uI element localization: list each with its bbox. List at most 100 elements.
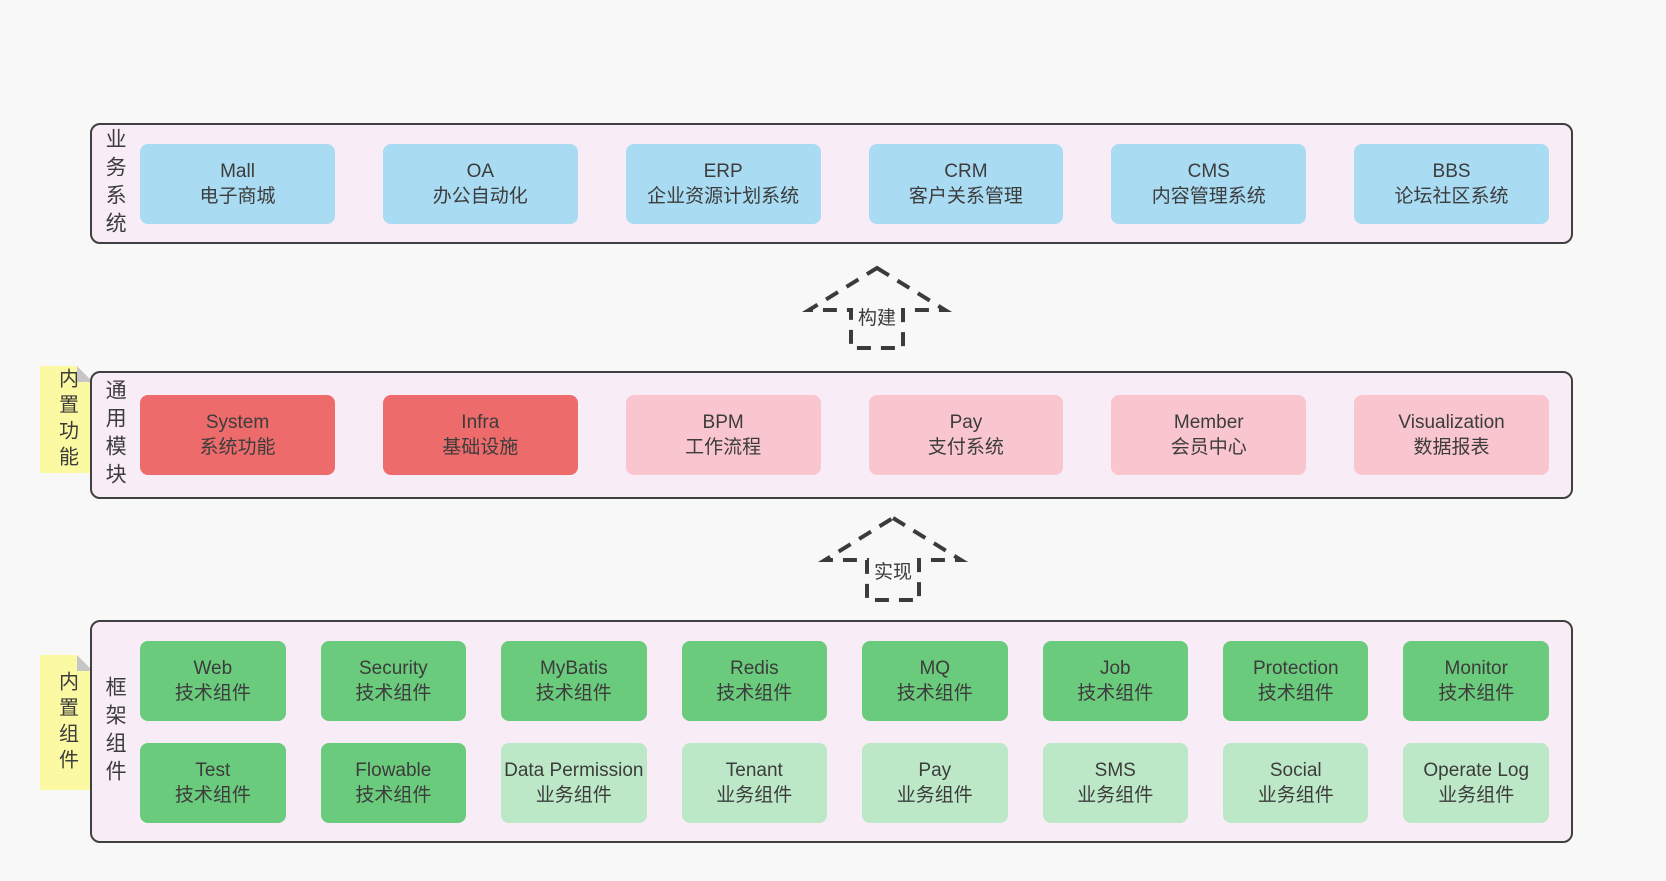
node-job: Job 技术组件 <box>1042 640 1188 721</box>
node-title: BPM <box>702 412 744 433</box>
node-subtitle: 电子商城 <box>199 185 276 207</box>
node-title: OA <box>466 160 495 182</box>
node-web: Web 技术组件 <box>140 640 286 721</box>
node-tenant: Tenant 业务组件 <box>681 742 828 823</box>
node-subtitle: 业务组件 <box>535 784 612 806</box>
node-title: CMS <box>1187 160 1230 182</box>
sticky-note-builtin-features: 内置功能 <box>40 366 93 473</box>
node-subtitle: 技术组件 <box>174 784 251 806</box>
node-title: Pay <box>949 412 983 433</box>
node-title: Social <box>1269 759 1322 781</box>
node-title: Protection <box>1252 657 1339 679</box>
node-pay: Pay 支付系统 <box>868 395 1064 475</box>
build-arrow: 构建 <box>777 258 977 352</box>
node-subtitle: 业务组件 <box>1438 784 1515 806</box>
implement-arrow: 实现 <box>793 508 993 604</box>
node-title: MQ <box>919 657 951 679</box>
node-title: SMS <box>1094 759 1136 781</box>
node-subtitle: 内容管理系统 <box>1151 185 1266 207</box>
node-sms: SMS 业务组件 <box>1042 742 1188 823</box>
node-infra: Infra 基础设施 <box>382 395 578 475</box>
node-social: Social 业务组件 <box>1223 742 1369 823</box>
layer-label: 业务系统 <box>103 127 127 240</box>
node-title: ERP <box>703 160 743 182</box>
node-data-permission: Data Permission 业务组件 <box>501 742 647 823</box>
node-mall: Mall 电子商城 <box>140 143 335 224</box>
node-oa: OA 办公自动化 <box>382 143 578 224</box>
node-subtitle: 业务组件 <box>1077 784 1154 806</box>
block-arrow-up-icon <box>817 515 969 602</box>
node-title: Pay <box>918 759 952 781</box>
node-subtitle: 论坛社区系统 <box>1394 185 1509 207</box>
node-bpm: BPM 工作流程 <box>625 395 821 475</box>
node-subtitle: 技术组件 <box>535 682 612 704</box>
node-title: Member <box>1173 412 1244 433</box>
node-title: MyBatis <box>540 657 608 679</box>
node-monitor: Monitor 技术组件 <box>1403 640 1549 721</box>
node-title: Infra <box>461 412 500 433</box>
node-system: System 系统功能 <box>140 395 335 475</box>
arrow-label: 构建 <box>853 302 901 331</box>
layer-label: 框架组件 <box>103 675 127 788</box>
node-subtitle: 基础设施 <box>442 437 519 458</box>
node-subtitle: 系统功能 <box>199 437 276 458</box>
node-redis: Redis 技术组件 <box>681 640 828 721</box>
node-title: Data Permission <box>504 759 644 781</box>
node-mq: MQ 技术组件 <box>862 640 1008 721</box>
node-title: Mall <box>220 160 255 182</box>
node-subtitle: 技术组件 <box>896 682 973 704</box>
node-operate-log: Operate Log 业务组件 <box>1403 742 1549 823</box>
node-subtitle: 技术组件 <box>355 784 432 806</box>
node-title: Job <box>1099 657 1131 679</box>
node-subtitle: 技术组件 <box>1438 682 1515 704</box>
node-erp: ERP 企业资源计划系统 <box>625 143 821 224</box>
node-pay: Pay 业务组件 <box>862 742 1008 823</box>
node-subtitle: 客户关系管理 <box>908 185 1023 207</box>
node-subtitle: 办公自动化 <box>432 185 528 207</box>
node-title: Security <box>359 657 428 679</box>
sticky-note-text: 内置组件 <box>55 670 78 775</box>
node-title: Test <box>195 759 231 781</box>
node-bbs: BBS 论坛社区系统 <box>1354 143 1549 224</box>
node-subtitle: 技术组件 <box>716 682 793 704</box>
node-title: CRM <box>944 160 988 182</box>
node-subtitle: 企业资源计划系统 <box>647 185 800 207</box>
node-subtitle: 业务组件 <box>716 784 793 806</box>
node-mybatis: MyBatis 技术组件 <box>501 640 647 721</box>
node-crm: CRM 客户关系管理 <box>868 143 1064 224</box>
node-subtitle: 业务组件 <box>896 784 973 806</box>
node-cms: CMS 内容管理系统 <box>1111 143 1307 224</box>
layer-business-systems: 业务系统 Mall 电子商城 OA 办公自动化 ERP 企业资源计划系统 CRM 客户关系管理… <box>90 123 1573 244</box>
node-subtitle: 支付系统 <box>927 437 1004 458</box>
node-title: Monitor <box>1444 657 1508 679</box>
node-subtitle: 技术组件 <box>355 682 432 704</box>
node-subtitle: 工作流程 <box>685 437 762 458</box>
arrow-label: 实现 <box>869 556 917 585</box>
node-subtitle: 业务组件 <box>1257 784 1334 806</box>
sticky-note-text: 内置功能 <box>55 367 78 472</box>
node-subtitle: 技术组件 <box>1077 682 1154 704</box>
node-title: Operate Log <box>1423 759 1530 781</box>
layer-boxes: Mall 电子商城 OA 办公自动化 ERP 企业资源计划系统 CRM 客户关系管理 CMS 内容… <box>126 125 1571 242</box>
node-protection: Protection 技术组件 <box>1223 640 1369 721</box>
node-title: Redis <box>730 657 779 679</box>
sticky-note-builtin-components: 内置组件 <box>40 655 93 790</box>
node-subtitle: 数据报表 <box>1413 437 1490 458</box>
node-subtitle: 技术组件 <box>174 682 251 704</box>
node-test: Test 技术组件 <box>140 742 286 823</box>
node-title: System <box>205 412 270 433</box>
node-title: Tenant <box>725 759 783 781</box>
node-title: BBS <box>1432 160 1471 182</box>
node-security: Security 技术组件 <box>320 640 467 721</box>
node-subtitle: 技术组件 <box>1257 682 1334 704</box>
node-title: Web <box>193 657 233 679</box>
box-row: Mall 电子商城 OA 办公自动化 ERP 企业资源计划系统 CRM 客户关系管理 CMS 内容… <box>140 143 1549 224</box>
